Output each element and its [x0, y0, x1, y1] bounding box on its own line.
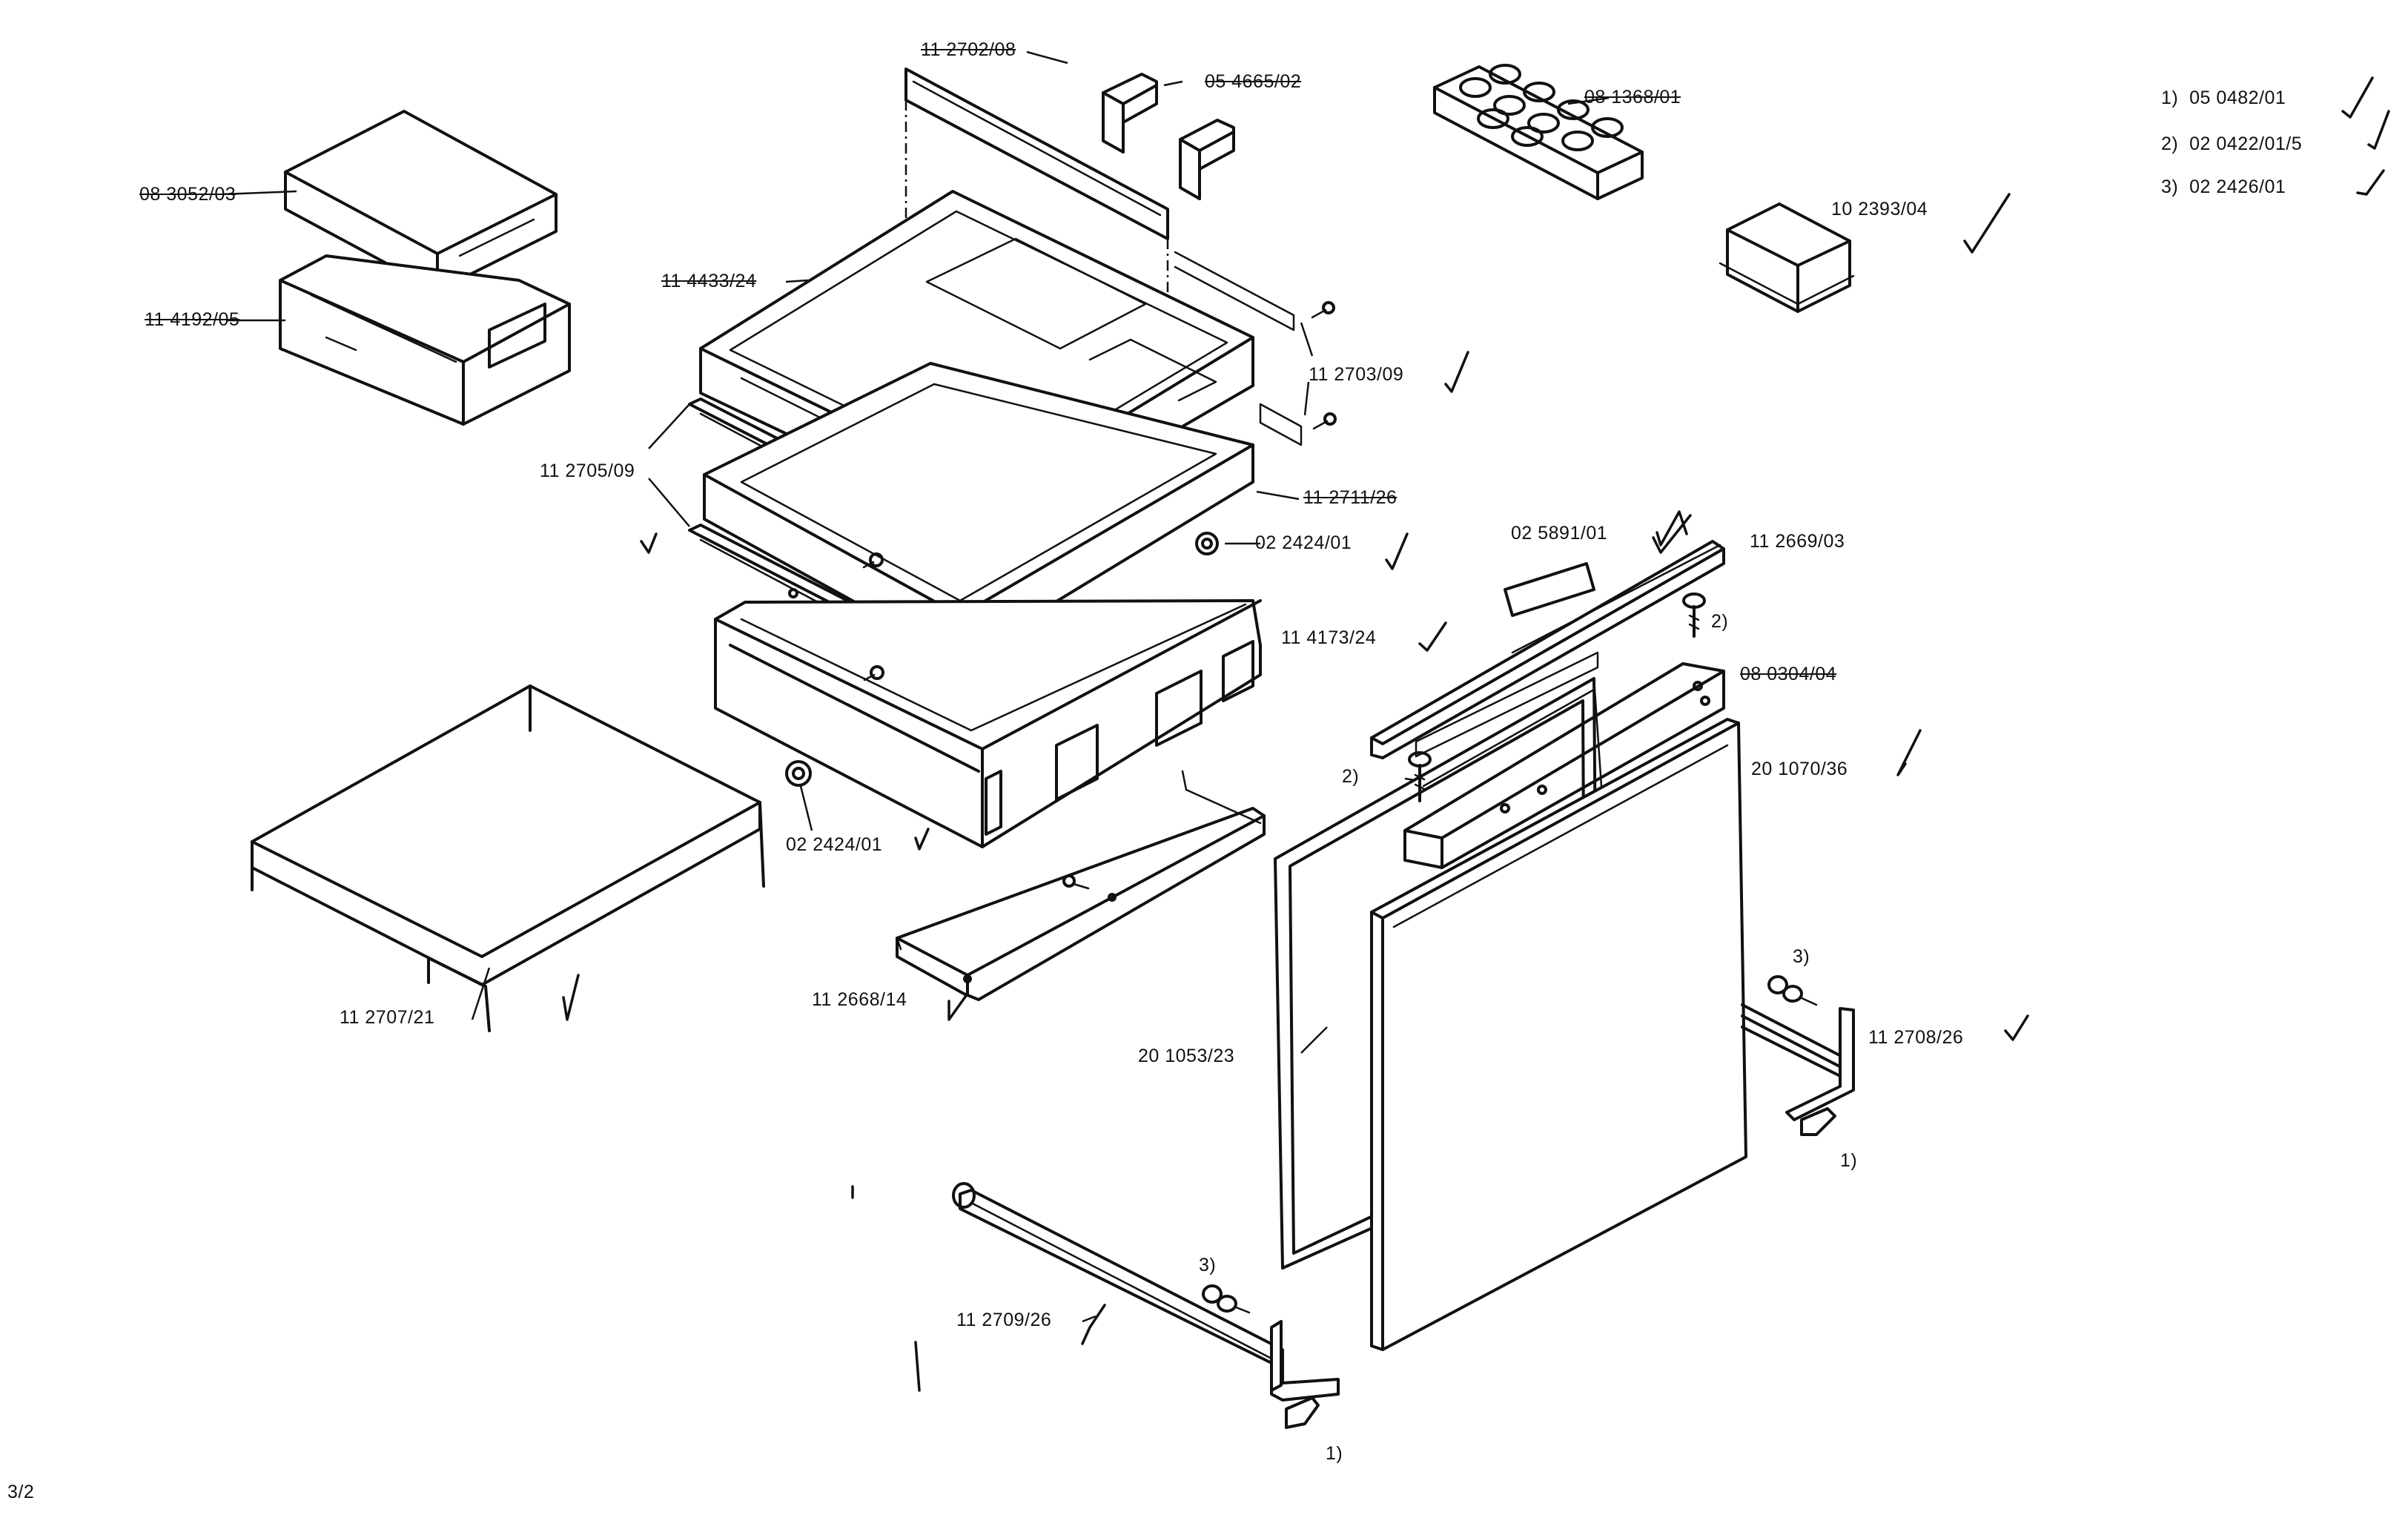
part-label-11-2669-03: 11 2669/03 [1750, 531, 1845, 552]
shelf-brackets [1102, 73, 1235, 200]
part-label-02-2424-01-upper: 02 2424/01 [1255, 532, 1352, 553]
part-label-11-2711-26: 11 2711/26 [1303, 487, 1398, 508]
cap-upper [1195, 532, 1219, 555]
cover-plate [251, 684, 765, 1032]
callout-1-right: 1) [1840, 1150, 1858, 1171]
side-rail-upper [1174, 251, 1337, 446]
label-strip [1504, 562, 1595, 617]
storage-box-small [1719, 202, 1855, 313]
part-label-11-4433-24: 11 4433/24 [661, 271, 757, 291]
part-label-11-2703-09: 11 2703/09 [1309, 364, 1404, 385]
part-label-11-2668-14: 11 2668/14 [812, 989, 907, 1010]
crisper-drawer [714, 599, 1262, 848]
part-label-20-1053-23: 20 1053/23 [1138, 1046, 1235, 1066]
screw-rail [1062, 874, 1090, 890]
legend-marker: 2) [2161, 133, 2179, 154]
part-label-10-2393-04: 10 2393/04 [1831, 199, 1928, 220]
cap-lower [785, 760, 812, 787]
screw-3-right [1767, 975, 1818, 1006]
screw-drawer-upper [862, 552, 884, 569]
part-label-08-0304-04: 08 0304/04 [1740, 664, 1837, 684]
part-label-11-2705-09: 11 2705/09 [540, 461, 635, 481]
screw-2-upper [1682, 593, 1706, 638]
screw-3-bottom [1202, 1284, 1251, 1314]
part-label-11-2702-08: 11 2702/08 [921, 39, 1016, 60]
leader-lines [222, 50, 1610, 1323]
part-label-05-4665-02: 05 4665/02 [1205, 71, 1302, 92]
legend-code: 05 0482/01 [2189, 88, 2286, 108]
callout-2-lower: 2) [1342, 766, 1360, 787]
door-top-trim [1370, 540, 1725, 759]
callout-3-bottom: 3) [1199, 1255, 1217, 1275]
callout-2-upper: 2) [1711, 611, 1729, 632]
part-label-20-1070-36: 20 1070/36 [1751, 759, 1848, 779]
butter-box-body [279, 254, 571, 426]
part-label-02-5891-01: 02 5891/01 [1511, 523, 1608, 544]
part-label-11-2708-26: 11 2708/26 [1868, 1027, 1964, 1048]
egg-tray [1433, 64, 1644, 200]
hinge-bracket [1403, 662, 1725, 869]
part-label-11-2709-26: 11 2709/26 [956, 1310, 1052, 1330]
legend-code: 02 2426/01 [2189, 176, 2286, 197]
hinge-lower-right [1741, 1003, 1855, 1136]
legend-item-2: 2) 02 0422/01/5 [2161, 135, 2302, 154]
hinge-bottom [952, 1182, 1340, 1429]
door-panel [1370, 718, 1747, 1351]
legend-code: 02 0422/01/5 [2189, 133, 2303, 154]
screw-drawer-lower [863, 665, 884, 681]
butter-box-lid [284, 110, 558, 292]
part-label-11-4192-05: 11 4192/05 [145, 309, 240, 330]
callout-3-right: 3) [1793, 946, 1810, 967]
part-label-11-2707-21: 11 2707/21 [340, 1007, 435, 1028]
callout-1-bottom: 1) [1326, 1443, 1343, 1464]
bottom-rail-front [896, 770, 1266, 1001]
part-label-08-3052-03: 08 3052/03 [139, 184, 236, 205]
screw-2-lower [1408, 751, 1432, 802]
legend-item-3: 3) 02 2426/01 [2161, 178, 2286, 197]
legend-item-1: 1) 05 0482/01 [2161, 89, 2286, 108]
page-number: 3/2 [7, 1482, 35, 1502]
legend-marker: 3) [2161, 176, 2179, 197]
part-label-02-2424-01-lower: 02 2424/01 [786, 834, 883, 855]
part-label-11-4173-24: 11 4173/24 [1281, 627, 1377, 648]
check-marks [562, 76, 2390, 1392]
part-label-08-1368-01: 08 1368/01 [1584, 87, 1681, 108]
legend-marker: 1) [2161, 88, 2179, 108]
